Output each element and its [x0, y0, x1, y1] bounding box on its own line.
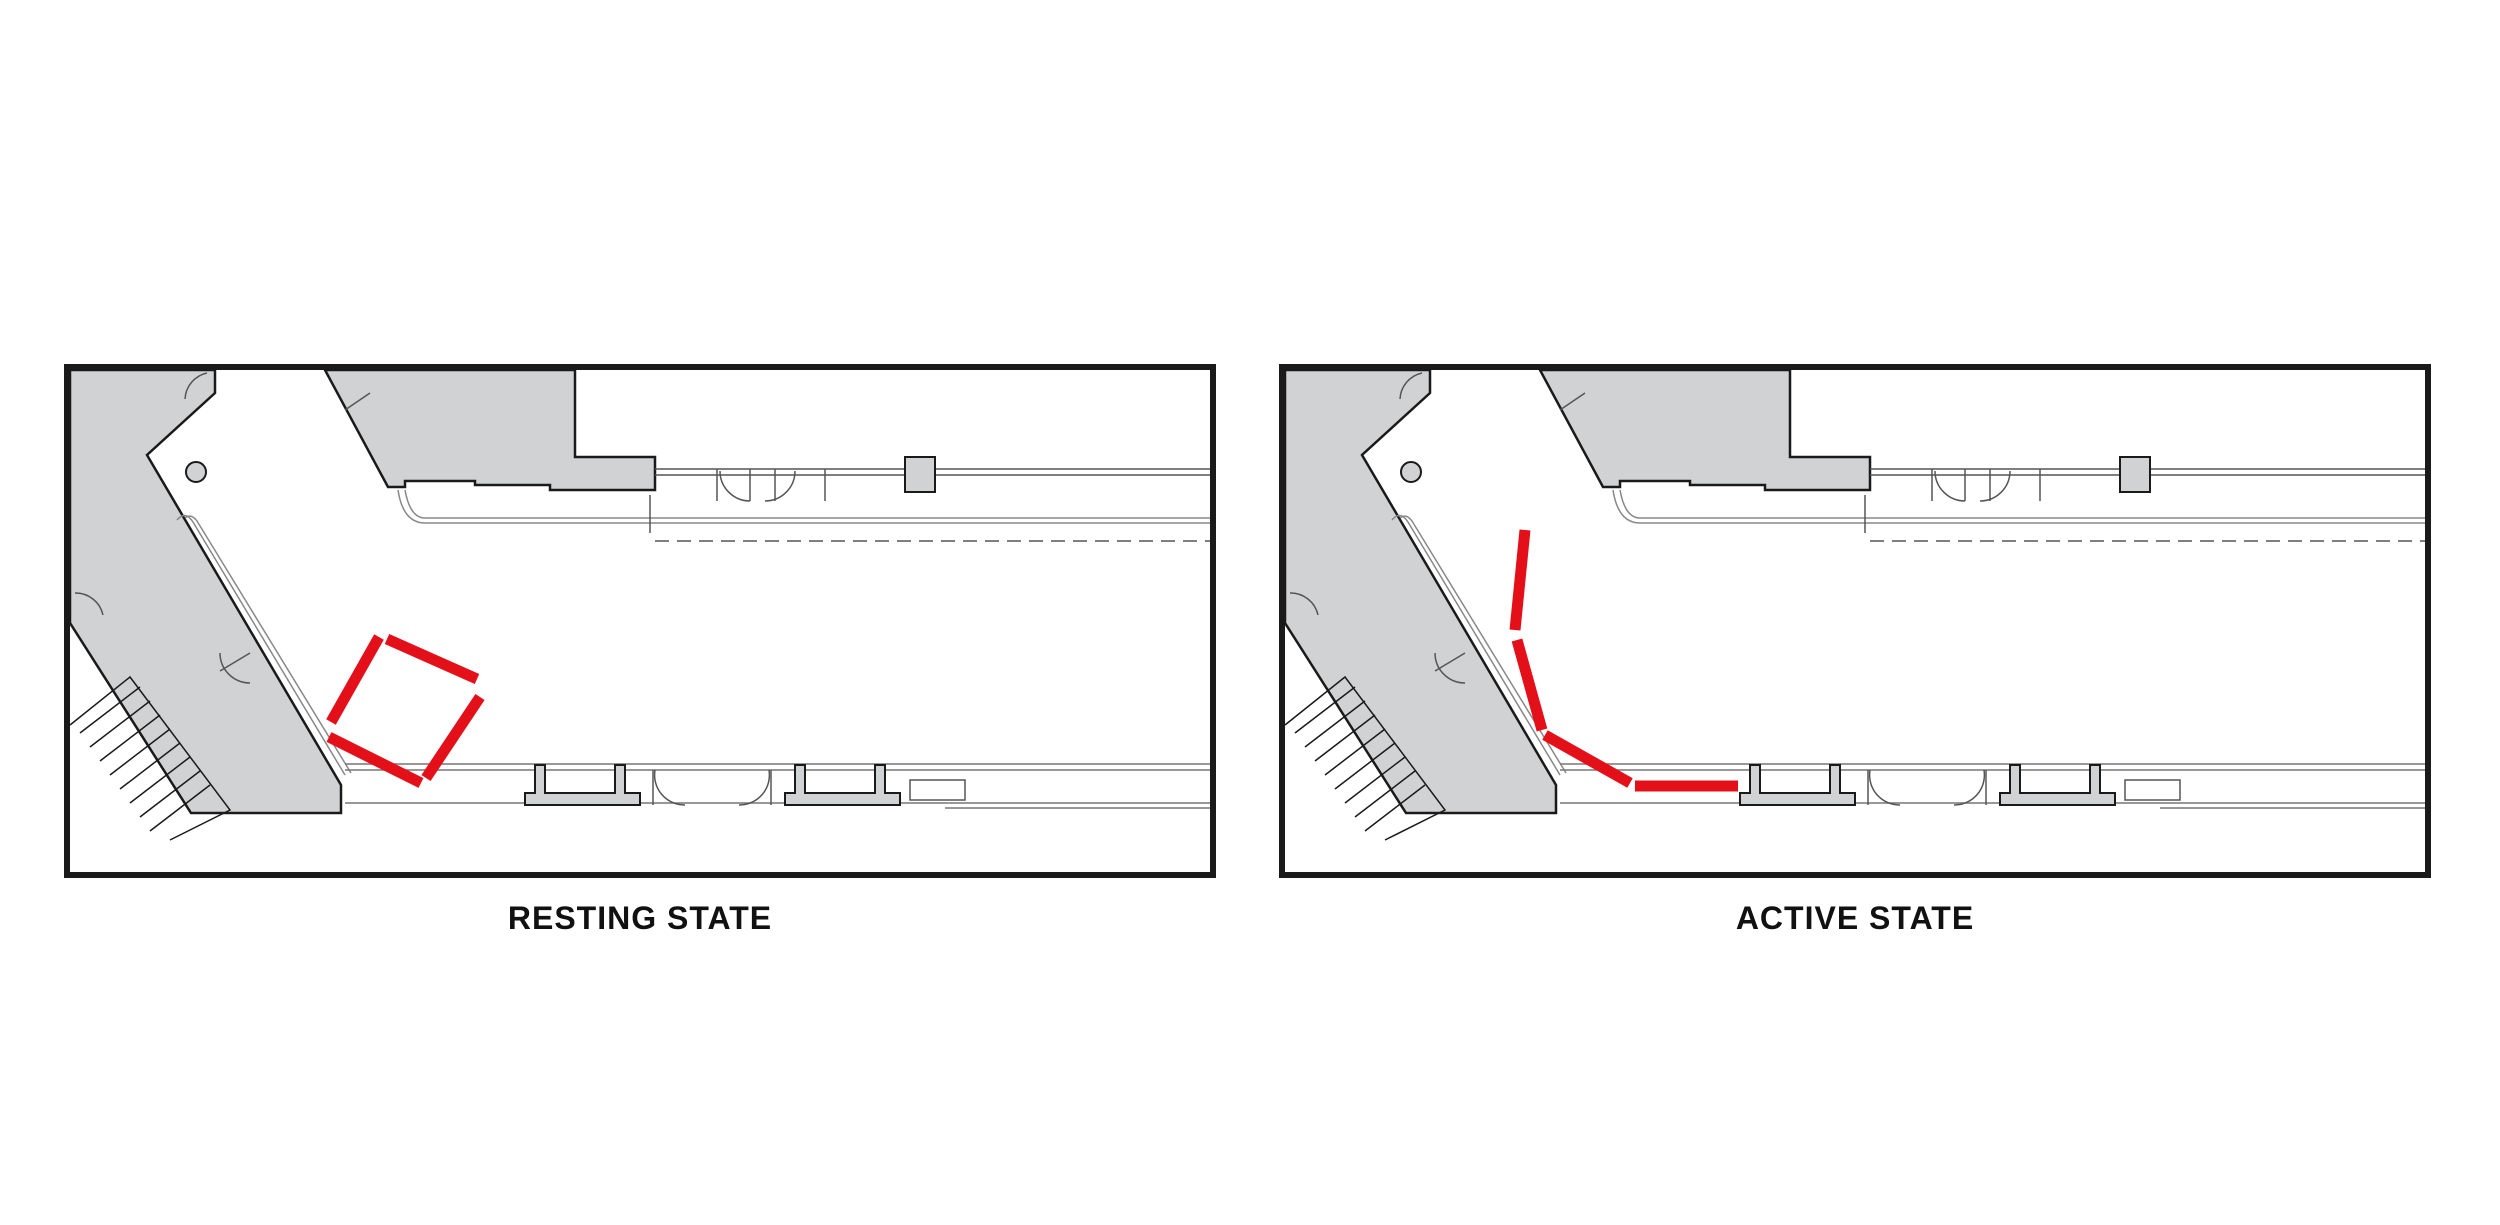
partition-panel — [1509, 529, 1531, 631]
caption-active-state: ACTIVE STATE — [1735, 900, 1975, 936]
partition-panel — [326, 634, 384, 725]
panel-active-state — [1282, 367, 2428, 875]
partition-panel — [326, 732, 424, 788]
base-floor-plan — [1282, 367, 2428, 875]
partition-panel — [421, 693, 485, 782]
partition-panel — [1542, 730, 1633, 788]
partition-panel — [1511, 638, 1548, 732]
partition-walls-resting — [326, 633, 485, 788]
partition-walls-active — [1509, 529, 1738, 792]
base-floor-plan — [67, 367, 1213, 875]
caption-resting-state: RESTING STATE — [507, 900, 773, 936]
partition-panel — [384, 633, 480, 685]
panel-resting-state — [67, 367, 1213, 875]
